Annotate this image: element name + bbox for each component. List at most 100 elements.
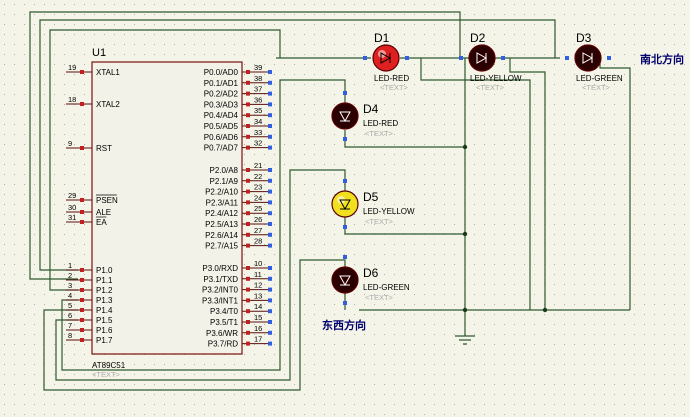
pin-name: P0.7/AD7: [204, 144, 239, 153]
pin-number: 23: [254, 183, 262, 192]
mcu-pin-p1-4[interactable]: 5P1.4: [66, 301, 113, 315]
junction-dots: [462, 144, 548, 313]
led-value: LED-GREEN: [363, 283, 410, 292]
mcu-pin-p1-3[interactable]: 4P1.3: [66, 291, 113, 305]
pin-name: P1.4: [96, 306, 113, 315]
pin-number: 3: [68, 281, 72, 290]
pin-number: 22: [254, 172, 262, 181]
mcu-pin-p1-5[interactable]: 6P1.5: [66, 311, 113, 325]
led-ref: D3: [576, 31, 592, 45]
led-body[interactable]: [372, 44, 400, 72]
pin-number: 12: [254, 281, 262, 290]
pin-number: 13: [254, 291, 262, 300]
led-placeholder: <TEXT>: [476, 83, 505, 92]
led-group: D1LED-RED<TEXT>D2LED-YELLOW<TEXT>D3LED-G…: [331, 31, 623, 305]
pin-name: P0.5/AD5: [204, 122, 239, 131]
pin-name: P2.4/A12: [205, 209, 238, 218]
pin-name: XTAL1: [96, 68, 120, 77]
label-east-west: 东西方向: [322, 318, 366, 332]
led-body[interactable]: [468, 44, 496, 72]
led-body[interactable]: [331, 102, 359, 130]
pin-name: P1.1: [96, 276, 113, 285]
pin-number: 1: [68, 261, 72, 270]
pin-name: P2.2/A10: [205, 188, 238, 197]
pin-name: P2.0/A8: [210, 166, 239, 175]
mcu-u1[interactable]: U1 AT89C51 <TEXT>: [91, 47, 243, 379]
led-placeholder: <TEXT>: [380, 83, 409, 92]
mcu-pin-p1-7[interactable]: 8P1.7: [66, 331, 113, 345]
pin-number: 9: [68, 139, 72, 148]
led-ref: D1: [374, 31, 390, 45]
pin-number: 29: [68, 191, 76, 200]
led-ref: D6: [363, 266, 379, 280]
pin-number: 36: [254, 95, 262, 104]
pin-number: 34: [254, 117, 262, 126]
led-value: LED-GREEN: [576, 74, 623, 83]
pin-number: 25: [254, 204, 262, 213]
mcu-pin-p1-6[interactable]: 7P1.6: [66, 321, 113, 335]
pin-name: P3.1/TXD: [203, 275, 238, 284]
led-value: LED-RED: [374, 74, 409, 83]
mcu-body[interactable]: [91, 61, 243, 355]
pin-name: P0.1/AD1: [204, 79, 239, 88]
pin-number: 30: [68, 203, 76, 212]
pin-name: P2.1/A9: [210, 177, 239, 186]
mcu-pin-p1-2[interactable]: 3P1.2: [66, 281, 113, 295]
pin-name: RST: [96, 144, 112, 153]
pin-number: 27: [254, 226, 262, 235]
pin-number: 15: [254, 313, 262, 322]
led-body[interactable]: [331, 190, 359, 218]
pin-name: P0.2/AD2: [204, 90, 239, 99]
pin-name: P3.7/RD: [208, 340, 238, 349]
mcu-pin-p1-1[interactable]: 2P1.1: [66, 271, 113, 285]
led-body[interactable]: [331, 266, 359, 294]
pin-number: 2: [68, 271, 72, 280]
mcu-left-pins: 19XTAL118XTAL29RST29PSEN30ALE31EA1P1.02P…: [66, 63, 120, 345]
pin-name: P1.2: [96, 286, 113, 295]
mcu-right-pins: 39P0.0/AD038P0.1/AD137P0.2/AD236P0.3/AD3…: [202, 63, 272, 349]
pin-number: 14: [254, 302, 262, 311]
pin-name: P1.0: [96, 266, 113, 275]
led-body[interactable]: [574, 44, 602, 72]
pin-name: P0.4/AD4: [204, 111, 239, 120]
pin-number: 39: [254, 63, 262, 72]
mcu-pin-p1-0[interactable]: 1P1.0: [66, 261, 113, 275]
